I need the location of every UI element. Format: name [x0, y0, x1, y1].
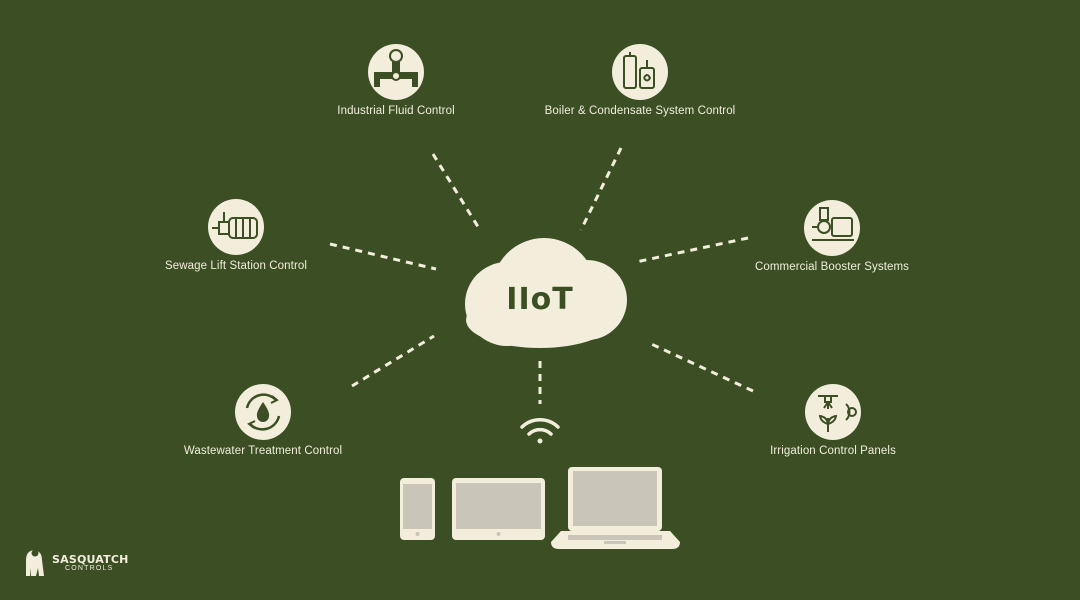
connector-booster: [635, 236, 749, 264]
pump-motor-icon: [208, 199, 264, 255]
wifi-icon: [520, 418, 560, 444]
laptop-icon: [551, 467, 680, 549]
booster-pump-icon: [804, 200, 860, 256]
node-label-wastewater-treatment: Wastewater Treatment Control: [183, 445, 343, 457]
boiler-icon: [612, 44, 668, 100]
connector-irrig: [646, 340, 754, 393]
tablet-icon: [452, 478, 545, 540]
smartphone-icon: [400, 478, 435, 540]
connector-fluid: [431, 153, 482, 231]
hub-label: IIoT: [506, 282, 574, 317]
valve-gauge-icon: [368, 44, 424, 100]
node-label-boiler-condensate: Boiler & Condensate System Control: [544, 105, 736, 117]
node-label-commercial-booster: Commercial Booster Systems: [754, 261, 910, 273]
connector-waste: [351, 334, 435, 388]
brand-name: SASQUATCH: [52, 553, 129, 566]
brand-subtitle: CONTROLS: [65, 565, 114, 572]
devices-group: [400, 467, 680, 549]
connector-lines: [329, 147, 754, 404]
connector-sewage: [329, 242, 437, 271]
iiot-cloud: [465, 238, 627, 348]
sasquatch-logo-icon: [26, 549, 44, 576]
node-label-industrial-fluid-control: Industrial Fluid Control: [337, 105, 455, 117]
water-recycle-icon: [235, 384, 291, 440]
connector-boiler: [579, 147, 623, 231]
node-label-sewage-lift-station: Sewage Lift Station Control: [164, 260, 308, 272]
sprinkler-icon: [805, 384, 861, 440]
node-label-irrigation-panels: Irrigation Control Panels: [770, 445, 896, 457]
